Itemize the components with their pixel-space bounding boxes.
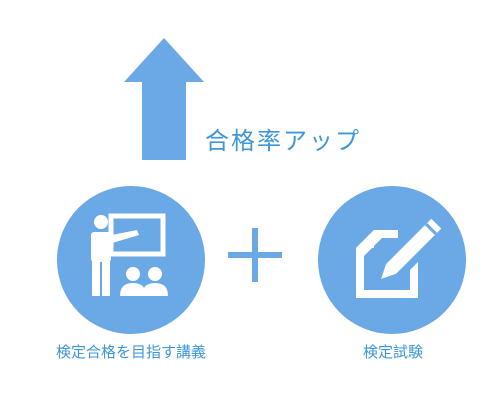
up-arrow-icon xyxy=(124,38,204,160)
exam-label: 検定試験 xyxy=(362,343,423,361)
lecture-label: 検定合格を目指す講義 xyxy=(55,343,206,361)
exam-circle xyxy=(318,186,466,334)
lecture-teacher-icon xyxy=(91,213,168,296)
headline: 合格率アップ xyxy=(205,127,361,155)
exam-pencil-icon xyxy=(356,218,442,298)
lecture-circle xyxy=(57,186,205,334)
plus-icon xyxy=(228,228,282,282)
